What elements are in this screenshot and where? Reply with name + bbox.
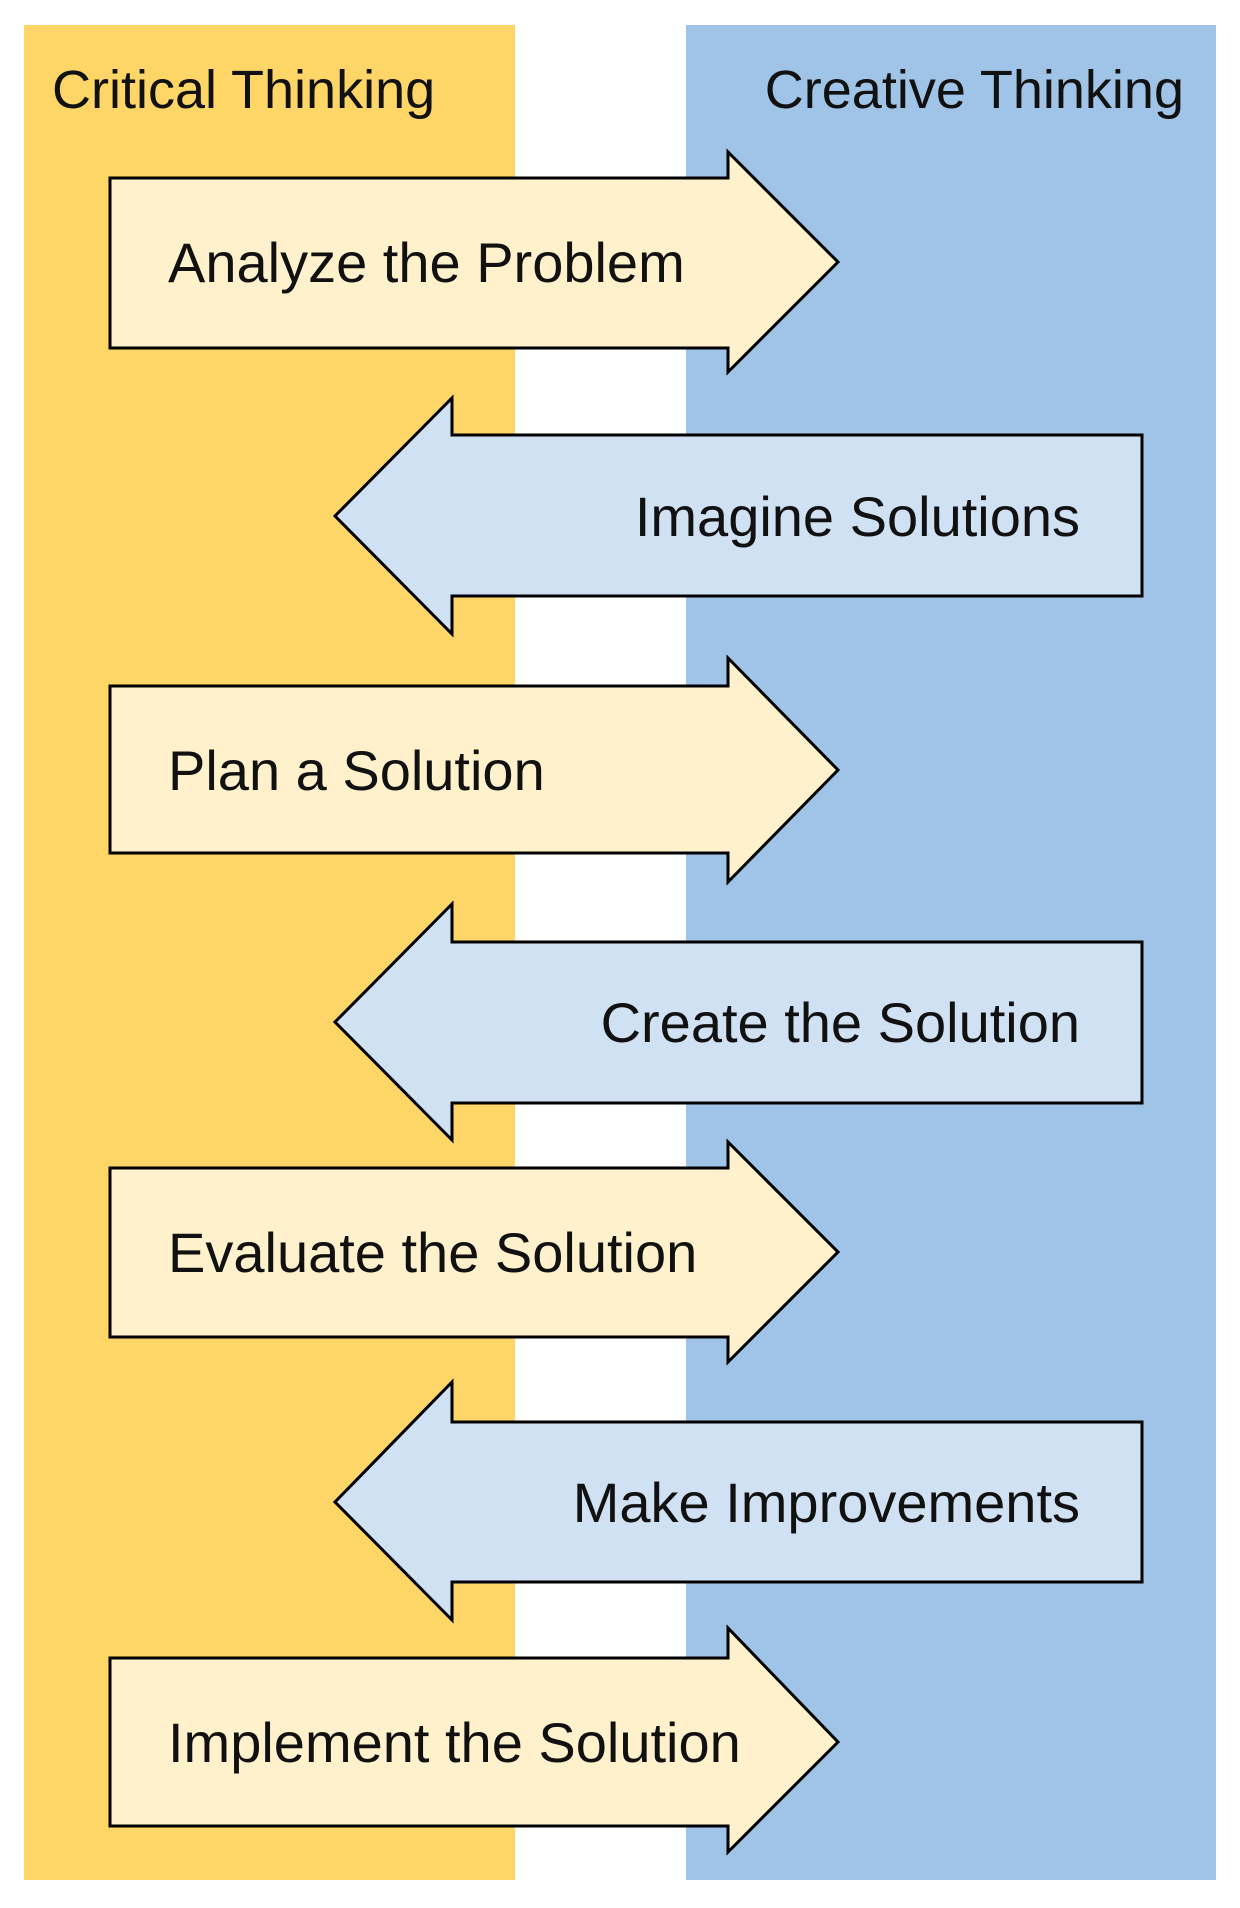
right-arrow-shape [108, 654, 841, 886]
step-plan-a-solution: Plan a Solution [108, 654, 841, 886]
step-analyze-the-problem: Analyze the Problem [108, 148, 841, 376]
step-imagine-solutions: Imagine Solutions [332, 394, 1144, 638]
step-label: Plan a Solution [168, 739, 545, 802]
right-arrow-shape [108, 1138, 841, 1366]
step-label: Analyze the Problem [168, 231, 685, 294]
critical-thinking-title: Critical Thinking [52, 60, 435, 120]
left-arrow-shape [332, 1378, 1144, 1624]
step-create-the-solution: Create the Solution [332, 900, 1144, 1144]
right-arrow-shape [108, 148, 841, 376]
step-label: Implement the Solution [168, 1711, 741, 1774]
left-arrow-shape [332, 394, 1144, 638]
step-label: Make Improvements [573, 1471, 1080, 1534]
creative-thinking-title: Creative Thinking [765, 60, 1184, 120]
step-label: Evaluate the Solution [168, 1221, 697, 1284]
step-label: Imagine Solutions [635, 485, 1080, 548]
step-implement-the-solution: Implement the Solution [108, 1624, 841, 1856]
step-label: Create the Solution [601, 991, 1080, 1054]
step-evaluate-the-solution: Evaluate the Solution [108, 1138, 841, 1366]
step-make-improvements: Make Improvements [332, 1378, 1144, 1624]
right-arrow-shape [108, 1624, 841, 1856]
left-arrow-shape [332, 900, 1144, 1144]
